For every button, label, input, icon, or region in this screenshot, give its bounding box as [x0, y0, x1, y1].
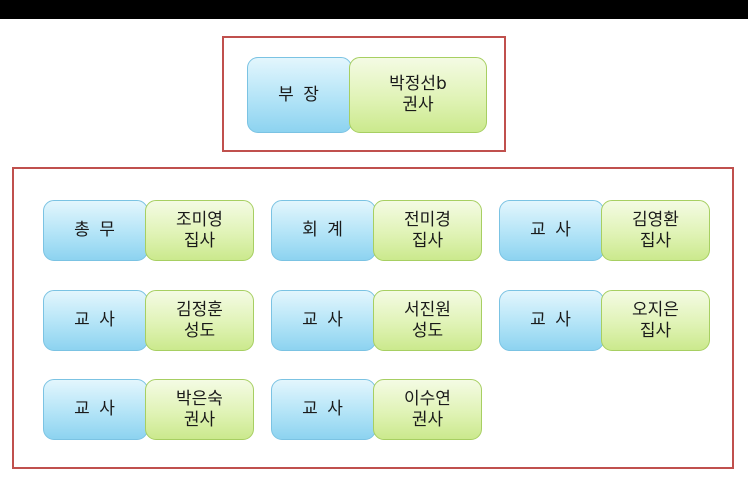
leader-role-label: 부 장	[278, 84, 321, 105]
top-bar	[0, 0, 748, 19]
staff-title: 권사	[411, 409, 444, 430]
staff-person-box: 김영환 집사	[601, 200, 710, 261]
staff-role-box: 총 무	[43, 200, 148, 261]
staff-role-box: 교 사	[271, 290, 376, 351]
staff-name: 오지은	[632, 299, 679, 320]
leader-person-box: 박정선b 권사	[349, 57, 487, 133]
staff-person-box: 서진원 성도	[373, 290, 482, 351]
staff-person-box: 오지은 집사	[601, 290, 710, 351]
staff-title: 집사	[639, 320, 672, 341]
staff-title: 성도	[183, 320, 216, 341]
staff-name: 김정훈	[176, 299, 223, 320]
staff-name: 서진원	[404, 299, 451, 320]
staff-role-box: 교 사	[499, 200, 604, 261]
staff-role-box: 교 사	[271, 379, 376, 440]
staff-role-label: 교 사	[530, 220, 573, 240]
staff-title: 권사	[183, 409, 216, 430]
staff-person-box: 박은숙 권사	[145, 379, 254, 440]
staff-name: 조미영	[176, 209, 223, 230]
staff-name: 박은숙	[176, 388, 223, 409]
leader-role-box: 부 장	[247, 57, 352, 133]
staff-person-box: 이수연 권사	[373, 379, 482, 440]
staff-role-label: 회 계	[302, 220, 345, 240]
staff-title: 집사	[639, 230, 672, 251]
staff-role-label: 교 사	[74, 310, 117, 330]
staff-title: 성도	[411, 320, 444, 341]
staff-name: 전미경	[404, 209, 451, 230]
staff-role-label: 교 사	[74, 399, 117, 419]
staff-role-box: 교 사	[499, 290, 604, 351]
staff-person-box: 전미경 집사	[373, 200, 482, 261]
staff-title: 집사	[183, 230, 216, 251]
leader-name: 박정선b	[389, 74, 447, 94]
leader-title: 권사	[402, 95, 434, 115]
staff-role-box: 교 사	[43, 379, 148, 440]
staff-group-frame	[12, 167, 734, 469]
staff-name: 이수연	[404, 388, 451, 409]
leader-group-frame	[222, 36, 506, 152]
staff-role-label: 총 무	[74, 220, 117, 240]
staff-name: 김영환	[632, 209, 679, 230]
staff-role-box: 회 계	[271, 200, 376, 261]
staff-role-label: 교 사	[530, 310, 573, 330]
staff-role-label: 교 사	[302, 399, 345, 419]
staff-role-box: 교 사	[43, 290, 148, 351]
staff-person-box: 조미영 집사	[145, 200, 254, 261]
staff-role-label: 교 사	[302, 310, 345, 330]
staff-person-box: 김정훈 성도	[145, 290, 254, 351]
staff-title: 집사	[411, 230, 444, 251]
